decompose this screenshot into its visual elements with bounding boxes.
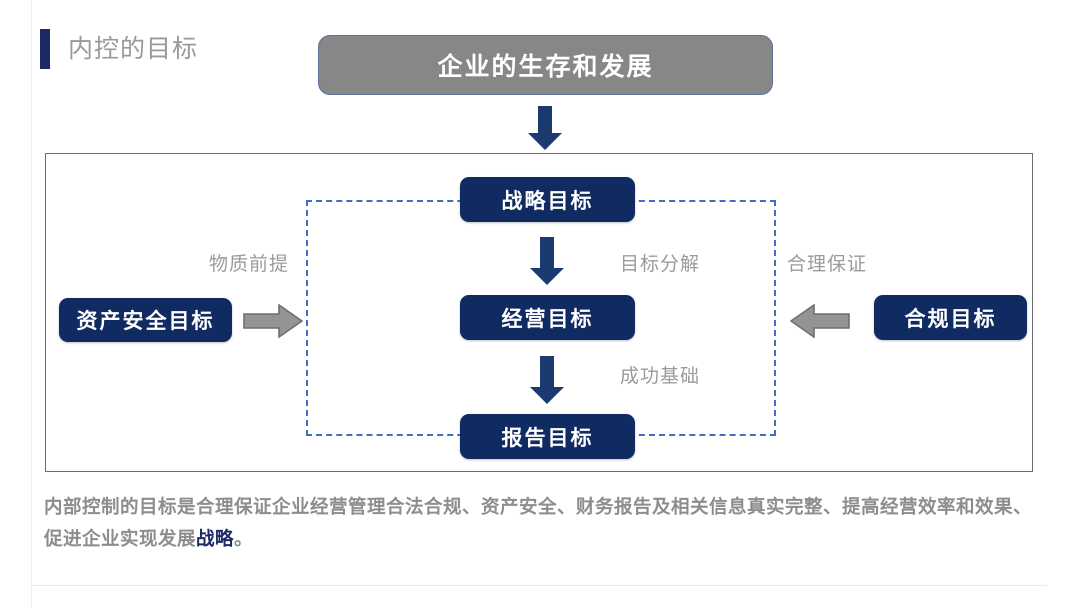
top-goal-box: 企业的生存和发展 <box>318 35 773 95</box>
down-arrow-icon-top <box>528 106 562 150</box>
page-title-label: 内控的目标 <box>68 35 199 63</box>
box-asset-safety-goal[interactable]: 资产安全目标 <box>59 298 232 342</box>
arrow-stem <box>538 106 552 135</box>
box-report-goal-label: 报告目标 <box>501 426 594 450</box>
box-operation-goal-label: 经营目标 <box>501 307 594 331</box>
arrow-head <box>530 387 564 404</box>
arrow-head <box>528 133 562 150</box>
page-title: 内控的目标 <box>40 29 198 69</box>
top-goal-label: 企业的生存和发展 <box>437 53 654 81</box>
box-compliance-goal[interactable]: 合规目标 <box>874 295 1027 340</box>
box-strategy-goal-label: 战略目标 <box>501 189 594 213</box>
box-compliance-goal-label: 合规目标 <box>904 307 997 331</box>
arrow-left-icon-compliance <box>790 304 850 338</box>
down-arrow-icon-operation-to-report <box>530 356 564 404</box>
arrow-right-icon-asset <box>243 304 303 338</box>
summary-caption: 内部控制的目标是合理保证企业经营管理合法合规、资产安全、财务报告及相关信息真实完… <box>44 491 1044 555</box>
caption-material-premise: 物质前提 <box>209 254 290 275</box>
arrow-stem <box>540 356 554 389</box>
summary-caption-highlight: 战略 <box>196 528 235 549</box>
diagram-panel: 战略目标 经营目标 报告目标 资产安全目标 合规目标 物质前提 合理保证 目标分… <box>45 153 1033 472</box>
box-operation-goal[interactable]: 经营目标 <box>460 295 635 340</box>
page-frame-left-rule <box>31 0 32 608</box>
summary-caption-text: 内部控制的目标是合理保证企业经营管理合法合规、资产安全、财务报告及相关信息真实完… <box>44 496 1033 549</box>
box-report-goal[interactable]: 报告目标 <box>460 414 635 459</box>
arrow-stem <box>540 237 554 270</box>
box-strategy-goal[interactable]: 战略目标 <box>460 177 635 222</box>
down-arrow-icon-strategy-to-operation <box>530 237 564 285</box>
title-accent-bar <box>40 29 50 69</box>
caption-success-foundation: 成功基础 <box>620 366 701 387</box>
caption-reasonable-assurance: 合理保证 <box>787 254 868 275</box>
page-frame-bottom-rule <box>31 585 1047 586</box>
box-asset-safety-goal-label: 资产安全目标 <box>76 310 215 333</box>
summary-caption-period: 。 <box>234 528 254 549</box>
caption-goal-decomposition: 目标分解 <box>620 254 701 275</box>
arrow-head <box>530 268 564 285</box>
